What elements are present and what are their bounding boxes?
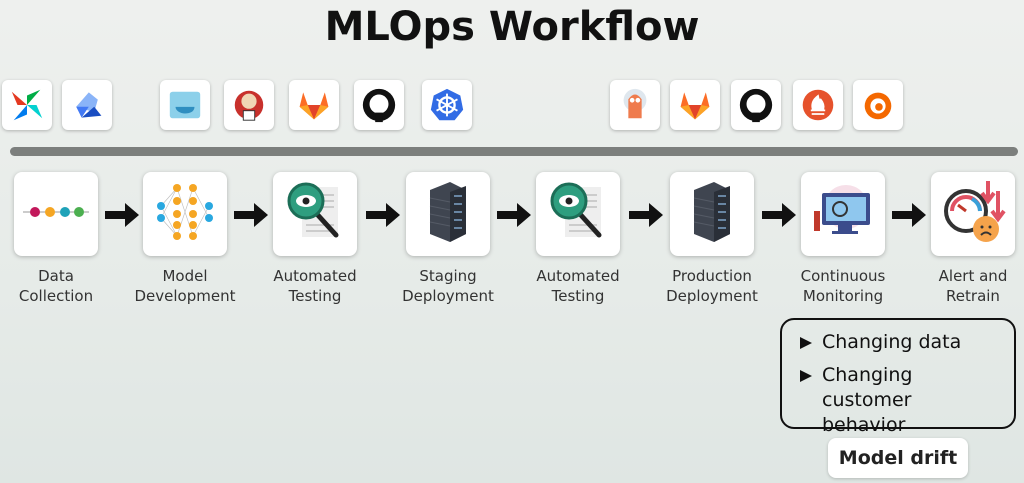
- gitlab-icon: [670, 80, 720, 130]
- airflow-icon: [2, 80, 52, 130]
- neural-network-icon: [153, 180, 217, 248]
- gitlab-icon: [289, 80, 339, 130]
- step-card: [670, 172, 754, 256]
- arrow-right-icon: [104, 203, 139, 231]
- step-card: [406, 172, 490, 256]
- grafana-icon: [853, 80, 903, 130]
- kubeflow-icon: [62, 80, 112, 130]
- kubernetes-icon: [422, 80, 472, 130]
- drift-causes-box: Changing data Changing customer behavior: [780, 318, 1016, 436]
- step-label-line1: Continuous: [800, 267, 886, 285]
- step-label-line2: Testing: [551, 287, 605, 305]
- argo-icon: [610, 80, 660, 130]
- step-label-line2: Deployment: [666, 287, 758, 305]
- step-label-line2: Development: [134, 287, 236, 305]
- arrow-right-icon: [761, 203, 796, 231]
- step-card: [14, 172, 98, 256]
- arrow-right-icon: [892, 203, 926, 231]
- model-drift-label: Model drift: [828, 438, 968, 478]
- step-card: [273, 172, 357, 256]
- arrow-right-icon: [629, 203, 663, 231]
- server-icon: [690, 180, 734, 248]
- drift-cause: Changing data: [796, 330, 1000, 355]
- step-label-line2: Testing: [288, 287, 342, 305]
- step-label-line1: Production: [672, 267, 752, 285]
- step-label-line2: Retrain: [946, 287, 1000, 305]
- github-icon: [731, 80, 781, 130]
- step-card: [143, 172, 227, 256]
- step-label-line1: Staging: [419, 267, 477, 285]
- magnifier-icon: [545, 179, 611, 249]
- step-label-line2: Monitoring: [802, 287, 884, 305]
- step-label-line1: Data: [38, 267, 74, 285]
- prometheus-icon: [793, 80, 843, 130]
- step-card: [536, 172, 620, 256]
- step-label-line1: Automated: [536, 267, 620, 285]
- step-label-line1: Alert and: [938, 267, 1008, 285]
- arrow-right-icon: [234, 203, 268, 231]
- drift-cause: Changing customer behavior: [796, 363, 1000, 438]
- arrow-right-icon: [365, 203, 400, 231]
- docker-icon: [160, 80, 210, 130]
- step-card: [801, 172, 885, 256]
- step-label-line2: Collection: [18, 287, 94, 305]
- github-icon: [354, 80, 404, 130]
- magnifier-icon: [282, 179, 348, 249]
- step-label-line2: Deployment: [402, 287, 494, 305]
- page-title: MLOps Workflow: [324, 4, 700, 50]
- step-label-line1: Automated: [273, 267, 357, 285]
- pipeline-icon: [21, 202, 91, 226]
- divider-bar: [10, 147, 1018, 156]
- monitor-icon: [808, 181, 878, 247]
- jenkins-icon: [224, 80, 274, 130]
- arrow-right-icon: [497, 203, 531, 231]
- gauge-alert-icon: [938, 177, 1008, 251]
- step-label-line1: Model: [162, 267, 208, 285]
- step-card: [931, 172, 1015, 256]
- server-icon: [426, 180, 470, 248]
